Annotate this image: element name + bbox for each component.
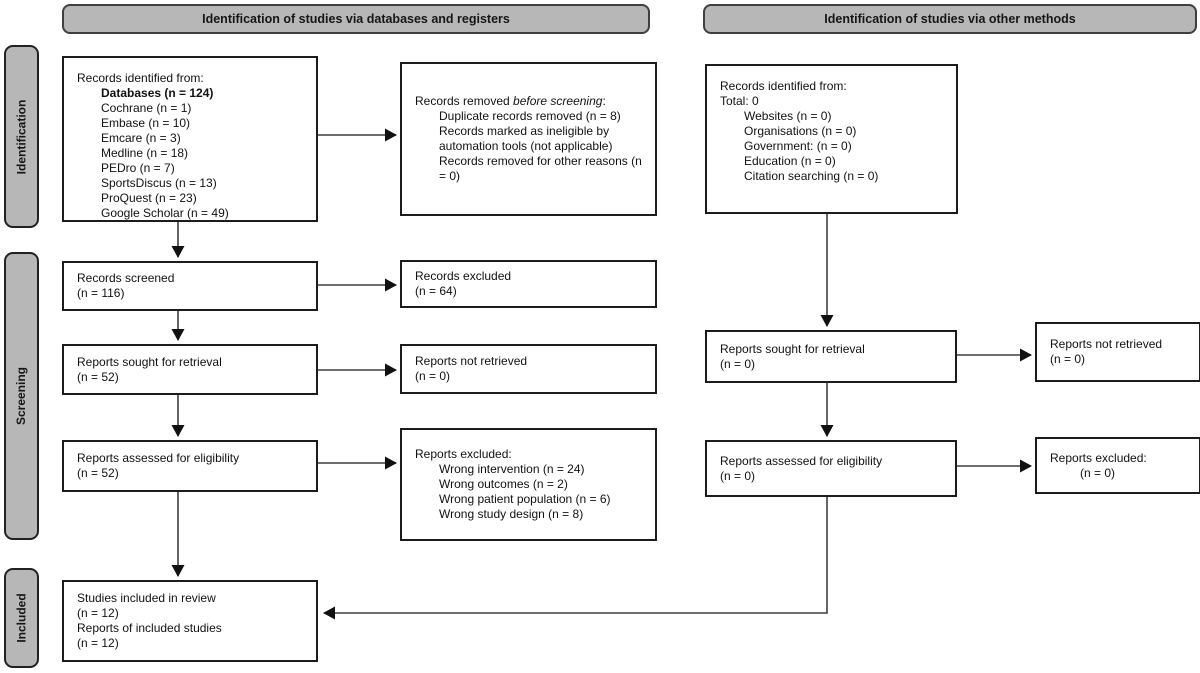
box-reports-sought-other: Reports sought for retrieval (n = 0)	[705, 330, 957, 383]
box-line: Reports sought for retrieval	[720, 341, 865, 356]
box-line: Education (n = 0)	[744, 154, 836, 168]
box-records-identified-other: Records identified from: Total: 0 Websit…	[705, 64, 958, 214]
box-title: Reports excluded:	[415, 447, 512, 461]
box-line: Emcare (n = 3)	[101, 131, 181, 145]
box-line: Records screened	[77, 271, 175, 285]
box-records-screened: Records screened (n = 116)	[62, 261, 318, 311]
box-line: Duplicate records removed (n = 8)	[439, 109, 621, 123]
title-italic: before screening	[513, 94, 603, 108]
box-records-removed: Records removed before screening: Duplic…	[400, 62, 657, 216]
box-line: (n = 52)	[77, 369, 119, 384]
box-line: ProQuest (n = 23)	[101, 191, 197, 205]
phase-label-identification: Identification	[4, 45, 39, 228]
box-line: Wrong study design (n = 8)	[439, 507, 584, 521]
box-title: Records removed before screening:	[415, 94, 647, 109]
header-other-methods-label: Identification of studies via other meth…	[824, 12, 1076, 26]
box-line: (n = 0)	[720, 356, 756, 371]
box-records-excluded: Records excluded (n = 64)	[400, 260, 657, 308]
box-line: Wrong outcomes (n = 2)	[439, 477, 568, 491]
box-line: Websites (n = 0)	[744, 109, 832, 123]
box-line: (n = 0)	[1050, 352, 1086, 366]
box-line: Records excluded	[415, 269, 512, 283]
box-reports-not-retrieved-other: Reports not retrieved (n = 0)	[1035, 322, 1200, 382]
box-reports-assessed-databases: Reports assessed for eligibility (n = 52…	[62, 440, 318, 492]
box-reports-excluded-databases: Reports excluded: Wrong intervention (n …	[400, 428, 657, 541]
phase-label-included: Included	[4, 568, 39, 668]
box-records-identified-databases: Records identified from: Databases (n = …	[62, 56, 318, 222]
box-studies-included: Studies included in review (n = 12) Repo…	[62, 580, 318, 662]
box-line: (n = 64)	[415, 284, 457, 298]
box-reports-sought-databases: Reports sought for retrieval (n = 52)	[62, 344, 318, 395]
phase-label-included-text: Included	[14, 593, 29, 643]
box-line: (n = 0)	[415, 369, 451, 383]
box-line: Records marked as ineligible by automati…	[439, 124, 613, 153]
box-line: Reports of included studies	[77, 621, 222, 635]
box-line: Organisations (n = 0)	[744, 124, 857, 138]
box-line: (n = 0)	[720, 468, 756, 483]
box-line: (n = 12)	[77, 606, 119, 620]
box-line: SportsDiscus (n = 13)	[101, 176, 217, 190]
header-other-methods: Identification of studies via other meth…	[703, 4, 1197, 34]
title-prefix: Records removed	[415, 94, 514, 108]
box-line: (n = 12)	[77, 636, 119, 650]
box-line: Government: (n = 0)	[744, 139, 852, 153]
header-databases-registers-label: Identification of studies via databases …	[202, 12, 510, 26]
box-line: Wrong patient population (n = 6)	[439, 492, 611, 506]
box-line: Reports excluded:	[1050, 450, 1147, 465]
box-line: Total: 0	[720, 94, 759, 108]
box-reports-assessed-other: Reports assessed for eligibility (n = 0)	[705, 440, 957, 497]
box-line: Wrong intervention (n = 24)	[439, 462, 585, 476]
box-title: Records identified from:	[720, 79, 847, 93]
box-reports-not-retrieved-databases: Reports not retrieved (n = 0)	[400, 344, 657, 394]
box-line: (n = 52)	[77, 466, 119, 480]
box-line: Reports not retrieved	[1050, 337, 1163, 351]
box-line: Studies included in review	[77, 591, 216, 605]
box-line: Databases (n = 124)	[101, 86, 214, 100]
box-line: (n = 116)	[77, 286, 125, 300]
box-line: Citation searching (n = 0)	[744, 169, 879, 183]
box-line: Google Scholar (n = 49)	[101, 206, 229, 220]
box-reports-excluded-other: Reports excluded: (n = 0)	[1035, 437, 1200, 494]
box-line: Medline (n = 18)	[101, 146, 189, 160]
box-line: Reports assessed for eligibility	[77, 451, 240, 465]
box-line: Records removed for other reasons (n = 0…	[439, 154, 642, 183]
box-line: Reports sought for retrieval	[77, 354, 222, 369]
box-line: Reports not retrieved	[415, 354, 528, 368]
box-line: PEDro (n = 7)	[101, 161, 175, 175]
phase-label-screening: Screening	[4, 252, 39, 540]
box-line: Reports assessed for eligibility	[720, 453, 883, 468]
box-line: Cochrane (n = 1)	[101, 101, 192, 115]
box-line: (n = 0)	[1080, 465, 1116, 480]
header-databases-registers: Identification of studies via databases …	[62, 4, 650, 34]
box-line: Embase (n = 10)	[101, 116, 191, 130]
phase-label-screening-text: Screening	[14, 366, 29, 426]
title-suffix: :	[602, 94, 606, 108]
box-title: Records identified from:	[77, 71, 204, 85]
phase-label-identification-text: Identification	[14, 99, 29, 174]
